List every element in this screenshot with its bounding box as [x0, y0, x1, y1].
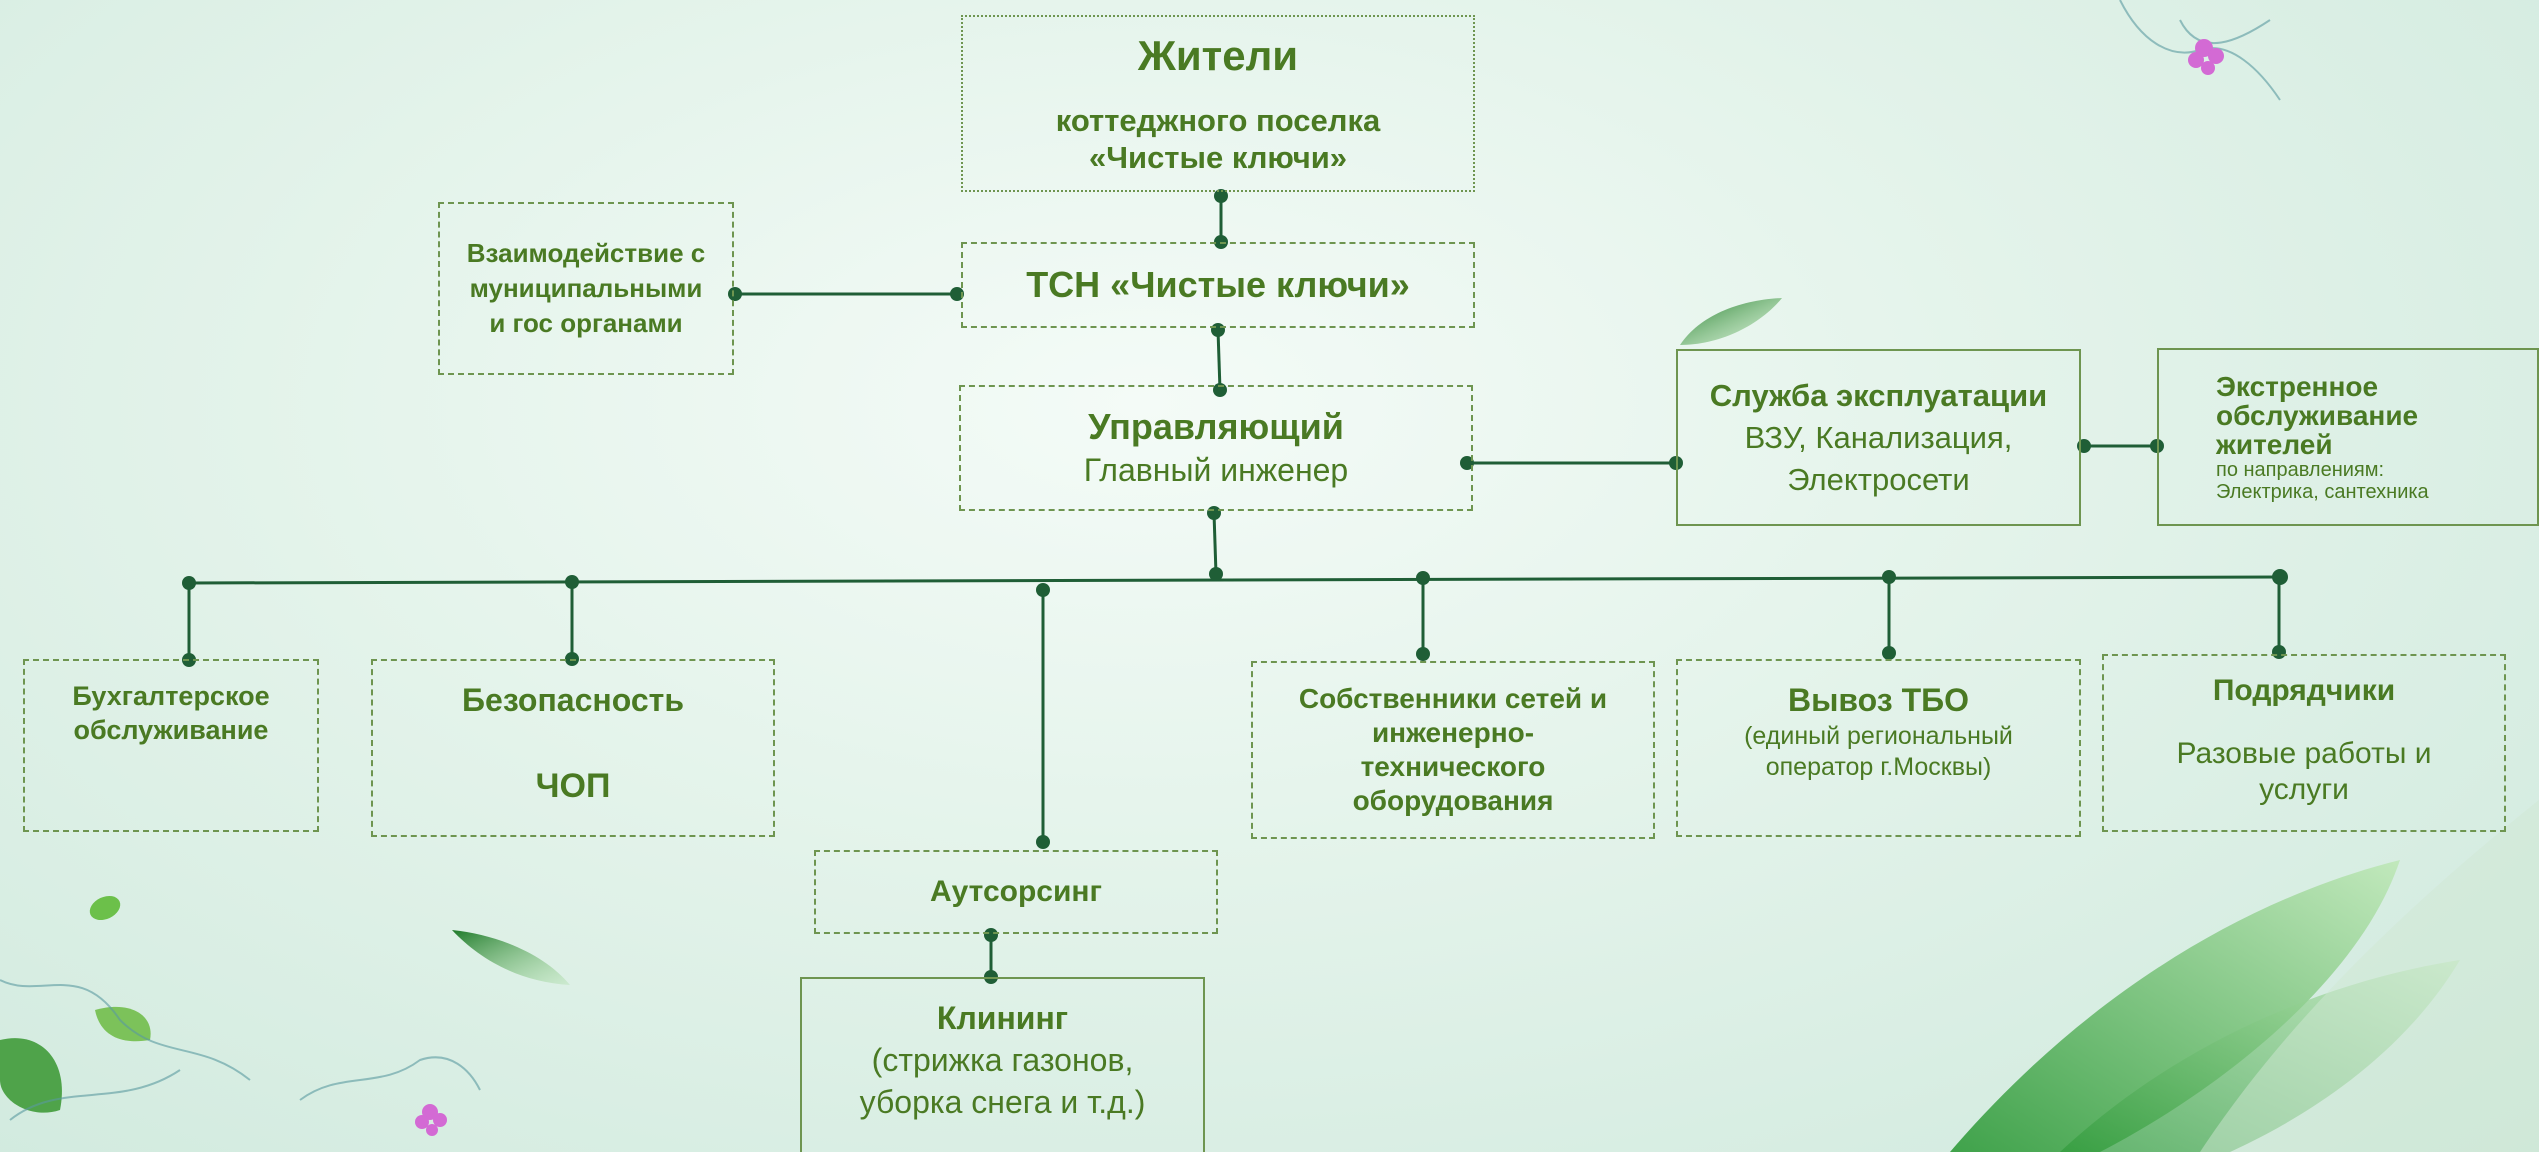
node-contractors: Подрядчики Разовые работы и услуги — [2102, 654, 2506, 832]
interaction-line2: муниципальными — [469, 273, 703, 303]
residents-line2: «Чистые ключи» — [1088, 139, 1347, 175]
security-subtitle: ЧОП — [535, 767, 611, 805]
node-waste: Вывоз ТБО (единый региональный оператор … — [1676, 659, 2081, 837]
node-emergency: Экстренное обслуживание жителей по напра… — [2157, 348, 2539, 526]
operations-title: Служба эксплуатации — [1709, 377, 2048, 413]
interaction-line1: Взаимодействие с — [466, 238, 706, 268]
tsn-title: ТСН «Чистые ключи» — [1026, 264, 1410, 305]
residents-line1: коттеджного поселка — [1055, 102, 1381, 138]
node-interaction: Взаимодействие с муниципальными и гос ор… — [438, 202, 734, 375]
outsourcing-title: Аутсорсинг — [929, 875, 1103, 908]
node-operations: Служба эксплуатации ВЗУ, Канализация, Эл… — [1676, 349, 2081, 526]
emergency-line4: по направлениям: — [2216, 458, 2385, 481]
node-security: Безопасность ЧОП — [371, 659, 775, 837]
waste-line2: оператор г.Москвы) — [1765, 753, 1992, 781]
emergency-line3: жителей — [2216, 428, 2333, 460]
waste-title: Вывоз ТБО — [1787, 682, 1970, 718]
operations-line1: ВЗУ, Канализация, — [1744, 419, 2013, 455]
waste-line1: (единый региональный — [1744, 722, 2013, 750]
manager-title: Управляющий — [1088, 406, 1344, 447]
cleaning-line1: (стрижка газонов, — [871, 1042, 1134, 1078]
emergency-line1: Экстренное — [2216, 370, 2379, 402]
node-outsourcing: Аутсорсинг — [814, 850, 1218, 934]
node-owners: Собственники сетей и инженерно- техничес… — [1251, 661, 1655, 839]
node-tsn: ТСН «Чистые ключи» — [961, 242, 1475, 328]
accounting-line1: Бухгалтерское — [72, 681, 270, 711]
emergency-line2: обслуживание — [2216, 399, 2419, 431]
security-title: Безопасность — [462, 682, 684, 718]
owners-line4: оборудования — [1352, 785, 1554, 816]
contractors-title: Подрядчики — [2212, 674, 2396, 707]
node-manager: Управляющий Главный инженер — [959, 385, 1473, 511]
owners-line1: Собственники сетей и — [1298, 683, 1608, 714]
operations-line2: Электросети — [1787, 461, 1970, 497]
manager-subtitle: Главный инженер — [1083, 452, 1349, 488]
cleaning-title: Клининг — [936, 1000, 1069, 1036]
contractors-line2: услуги — [2259, 773, 2349, 806]
node-residents: Жители коттеджного поселка «Чистые ключи… — [961, 15, 1475, 192]
interaction-line3: и гос органами — [489, 308, 683, 338]
emergency-line5: Электрика, сантехника — [2216, 480, 2429, 503]
contractors-line1: Разовые работы и — [2176, 737, 2432, 770]
owners-line3: технического — [1360, 751, 1546, 782]
node-accounting: Бухгалтерское обслуживание — [23, 659, 319, 832]
owners-line2: инженерно- — [1371, 717, 1535, 748]
node-cleaning: Клининг (стрижка газонов, уборка снега и… — [800, 977, 1205, 1152]
accounting-line2: обслуживание — [73, 715, 269, 745]
cleaning-line2: уборка снега и т.д.) — [859, 1084, 1146, 1120]
residents-title: Жители — [1137, 31, 1299, 79]
